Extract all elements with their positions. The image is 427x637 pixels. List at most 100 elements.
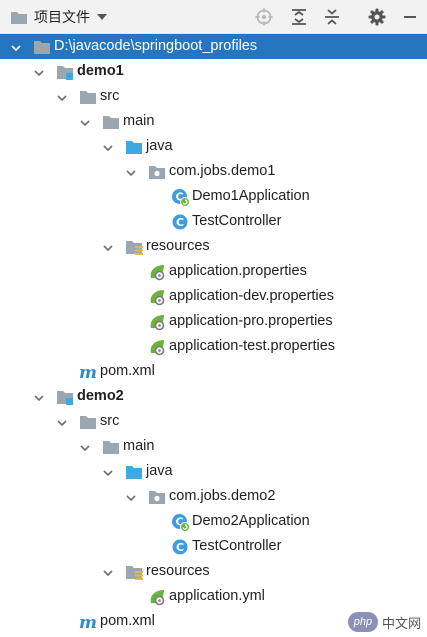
chevron-down-icon[interactable] xyxy=(10,41,22,53)
tree-item-label: pom.xml xyxy=(100,363,155,379)
tree-row[interactable]: application-dev.properties xyxy=(0,284,427,309)
tree-row[interactable]: application.yml xyxy=(0,584,427,609)
tree-row[interactable]: src xyxy=(0,84,427,109)
tree-item-label: java xyxy=(146,138,173,154)
folder-icon xyxy=(78,412,98,432)
tree-row[interactable]: com.jobs.demo1 xyxy=(0,159,427,184)
tree-item-label: java xyxy=(146,463,173,479)
chevron-down-icon[interactable] xyxy=(102,566,114,578)
settings-button[interactable] xyxy=(365,5,389,29)
gear-icon xyxy=(368,8,386,26)
folder-icon xyxy=(78,87,98,107)
expand-all-button[interactable] xyxy=(287,5,311,29)
dropdown-arrow-icon xyxy=(97,14,107,20)
resources-folder-icon xyxy=(124,562,144,582)
project-toolbar: 项目文件 xyxy=(0,0,427,34)
project-view-selector[interactable]: 项目文件 xyxy=(10,7,108,27)
tree-row[interactable]: C TestController xyxy=(0,534,427,559)
minimize-button[interactable] xyxy=(398,5,422,29)
java-class-icon: C xyxy=(170,212,190,232)
tree-row[interactable]: java xyxy=(0,459,427,484)
tree-row[interactable]: resources xyxy=(0,559,427,584)
svg-text:m: m xyxy=(79,613,97,632)
svg-text:C: C xyxy=(176,216,184,229)
tree-item-label: Demo2Application xyxy=(192,513,310,529)
maven-icon: m xyxy=(78,362,98,383)
tree-item-label: TestController xyxy=(192,213,282,229)
tree-row[interactable]: demo2 xyxy=(0,384,427,409)
source-folder-icon xyxy=(124,462,144,482)
chevron-down-icon[interactable] xyxy=(125,491,137,503)
chevron-down-icon[interactable] xyxy=(125,166,137,178)
locate-icon xyxy=(255,8,273,26)
spring-config-file-icon xyxy=(147,312,167,332)
spring-config-file-icon xyxy=(147,262,167,282)
spring-config-file-icon xyxy=(147,587,167,607)
chevron-down-icon[interactable] xyxy=(102,241,114,253)
expand-all-icon xyxy=(292,9,306,25)
minimize-icon xyxy=(404,16,416,18)
chevron-down-icon[interactable] xyxy=(33,66,45,78)
tree-item-label: com.jobs.demo2 xyxy=(169,488,276,504)
package-icon xyxy=(147,162,167,182)
tree-item-label: D:\javacode\springboot_profiles xyxy=(54,38,258,54)
tree-row[interactable]: application.properties xyxy=(0,259,427,284)
spring-boot-class-icon: C xyxy=(170,512,190,532)
tree-row[interactable]: resources xyxy=(0,234,427,259)
svg-text:C: C xyxy=(175,516,183,529)
tree-item-label: com.jobs.demo1 xyxy=(169,163,276,179)
tree-row[interactable]: application-test.properties xyxy=(0,334,427,359)
tree-item-label: demo2 xyxy=(77,388,124,404)
project-view-title: 项目文件 xyxy=(34,9,90,25)
chevron-down-icon[interactable] xyxy=(102,141,114,153)
tree-row[interactable]: src xyxy=(0,409,427,434)
tree-row[interactable]: demo1 xyxy=(0,59,427,84)
chevron-down-icon[interactable] xyxy=(102,466,114,478)
chevron-down-icon[interactable] xyxy=(33,391,45,403)
maven-icon: m xyxy=(78,612,98,633)
tree-row[interactable]: C TestController xyxy=(0,209,427,234)
tree-item-label: application-dev.properties xyxy=(169,288,334,304)
svg-text:C: C xyxy=(176,541,184,554)
tree-row[interactable]: com.jobs.demo2 xyxy=(0,484,427,509)
tree-item-label: pom.xml xyxy=(100,613,155,629)
tree-item-label: resources xyxy=(146,563,210,579)
chevron-down-icon[interactable] xyxy=(56,416,68,428)
tree-item-label: demo1 xyxy=(77,63,124,79)
watermark-text: 中文网 xyxy=(381,615,421,631)
spring-boot-class-icon: C xyxy=(170,187,190,207)
folder-icon xyxy=(101,437,121,457)
tree-row[interactable]: C Demo2Application xyxy=(0,509,427,534)
watermark: php 中文网 xyxy=(347,612,421,632)
source-folder-icon xyxy=(124,137,144,157)
package-icon xyxy=(147,487,167,507)
tree-item-label: src xyxy=(100,413,120,429)
folder-icon xyxy=(101,112,121,132)
tree-row[interactable]: java xyxy=(0,134,427,159)
chevron-down-icon[interactable] xyxy=(79,441,91,453)
tree-item-label: application.properties xyxy=(169,263,307,279)
tree-item-label: main xyxy=(123,113,155,129)
svg-text:m: m xyxy=(79,363,97,382)
tree-row[interactable]: main xyxy=(0,109,427,134)
tree-item-label: resources xyxy=(146,238,210,254)
locate-button[interactable] xyxy=(252,5,276,29)
tree-row[interactable]: D:\javacode\springboot_profiles xyxy=(0,34,427,59)
tree-row[interactable]: application-pro.properties xyxy=(0,309,427,334)
module-folder-icon xyxy=(55,62,75,82)
tree-item-label: Demo1Application xyxy=(192,188,310,204)
resources-folder-icon xyxy=(124,237,144,257)
collapse-all-icon xyxy=(325,9,339,25)
folder-icon xyxy=(11,11,27,24)
folder-icon xyxy=(32,37,52,57)
tree-row[interactable]: main xyxy=(0,434,427,459)
collapse-all-button[interactable] xyxy=(320,5,344,29)
chevron-down-icon[interactable] xyxy=(56,91,68,103)
chevron-down-icon[interactable] xyxy=(79,116,91,128)
java-class-icon: C xyxy=(170,537,190,557)
tree-item-label: TestController xyxy=(192,538,282,554)
watermark-badge: php xyxy=(347,612,378,632)
